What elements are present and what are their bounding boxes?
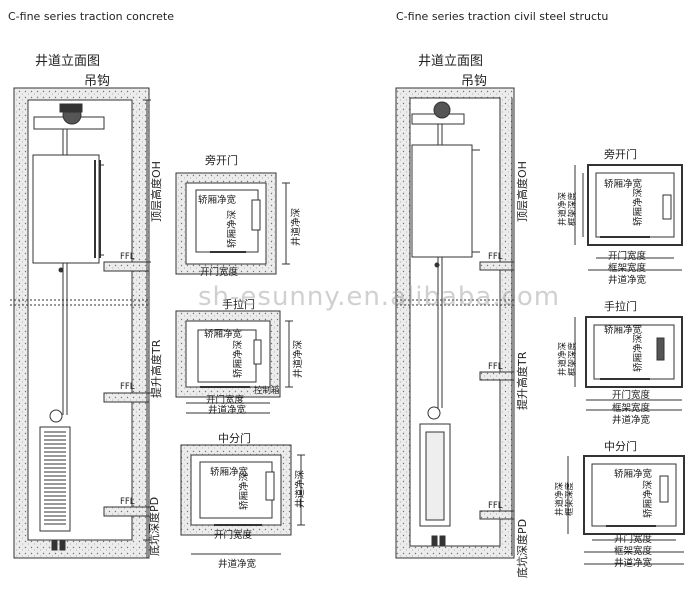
- right-plan-manual: [574, 316, 683, 411]
- right-manual-car-depth: 轿厢净深: [633, 333, 644, 372]
- right-pit-label: 底坑深度PD: [516, 518, 529, 578]
- right-plan-side: [574, 164, 683, 271]
- right-side-hoist-width: 井道净宽: [608, 275, 647, 286]
- left-manual-door-width: 开门宽度: [206, 395, 245, 406]
- right-car: [411, 144, 473, 258]
- left-center-car-depth: 轿厢净深: [239, 471, 250, 510]
- right-title: C-fine series traction civil steel struc…: [396, 10, 609, 23]
- right-center-car-width: 轿厢净宽: [614, 469, 653, 480]
- right-side-frame-width: 框架宽度: [608, 263, 647, 274]
- left-manual-car-width: 轿厢净宽: [204, 329, 243, 340]
- right-side-door-width: 开门宽度: [608, 251, 647, 262]
- right-hook-label: 吊钩: [461, 74, 488, 89]
- left-center-hoist-width: 井道净宽: [218, 559, 257, 570]
- left-center-hoist-depth: 井道净深: [295, 469, 306, 508]
- right-plan-center: [567, 455, 685, 565]
- left-elevation: [10, 87, 151, 559]
- right-center-car-depth: 轿厢净深: [643, 479, 654, 518]
- right-elevation-title: 井道立面图: [418, 54, 484, 69]
- left-ffl-2: FFL: [120, 382, 135, 392]
- left-manual-hoist-depth: 井道净深: [293, 339, 304, 378]
- left-side-hoist-depth: 井道净深: [291, 207, 302, 246]
- right-center-door-width: 开门宽度: [614, 534, 653, 545]
- right-side-car-depth: 轿厢净深: [633, 187, 644, 226]
- right-center-hoist-width: 井道净宽: [614, 558, 653, 569]
- left-manual-title: 手拉门: [222, 298, 255, 311]
- right-side-title: 旁开门: [604, 148, 637, 161]
- right-elevation: [395, 87, 515, 559]
- left-center-title: 中分门: [218, 432, 251, 445]
- left-overhead-label: 顶层高度OH: [150, 161, 163, 222]
- left-side-title: 旁开门: [205, 154, 238, 167]
- left-manual-car-depth: 轿厢净深: [233, 339, 244, 378]
- left-counterweight: [39, 426, 71, 532]
- left-center-car-width: 轿厢净宽: [210, 467, 249, 478]
- left-car: [32, 154, 100, 264]
- left-manual-control-box: 控制箱: [254, 386, 280, 396]
- right-center-frame-depth: 框架深度: [565, 481, 575, 516]
- right-ffl-1: FFL: [488, 252, 503, 262]
- right-manual-frame-width: 框架宽度: [612, 403, 651, 414]
- right-manual-frame-depth: 框架深度: [568, 341, 578, 376]
- left-center-door-width: 开门宽度: [214, 530, 253, 541]
- left-manual-hoist-width: 井道净宽: [208, 405, 247, 416]
- left-side-car-depth: 轿厢净深: [227, 209, 238, 248]
- left-hook-label: 吊钩: [84, 74, 111, 89]
- right-center-frame-width: 框架宽度: [614, 546, 653, 557]
- right-center-title: 中分门: [604, 440, 637, 453]
- left-side-car-width: 轿厢净宽: [198, 195, 237, 206]
- left-ffl-1: FFL: [120, 252, 135, 262]
- left-plan-center: [180, 444, 305, 555]
- right-manual-hoist-width: 井道净宽: [612, 415, 651, 426]
- left-side-door-width: 开门宽度: [200, 267, 239, 278]
- left-pit-label: 底坑深度PD: [148, 496, 161, 556]
- left-ffl-3: FFL: [120, 497, 135, 507]
- left-plan-manual: [175, 310, 293, 414]
- left-title: C-fine series traction concrete: [8, 10, 175, 23]
- right-ffl-2: FFL: [488, 362, 503, 372]
- left-plan-side: [175, 172, 290, 275]
- left-travel-label: 提升高度TR: [150, 339, 163, 398]
- right-travel-label: 提升高度TR: [516, 351, 529, 410]
- left-elevation-title: 井道立面图: [35, 54, 101, 69]
- watermark: sh-esunny.en.alibaba.com: [198, 282, 561, 312]
- right-side-frame-depth: 框架深度: [568, 191, 578, 226]
- right-manual-title: 手拉门: [604, 300, 637, 313]
- right-manual-car-width: 轿厢净宽: [604, 325, 643, 336]
- right-overhead-label: 顶层高度OH: [516, 161, 529, 222]
- right-ffl-3: FFL: [488, 501, 503, 511]
- right-side-car-width: 轿厢净宽: [604, 179, 643, 190]
- right-manual-door-width: 开门宽度: [612, 390, 651, 401]
